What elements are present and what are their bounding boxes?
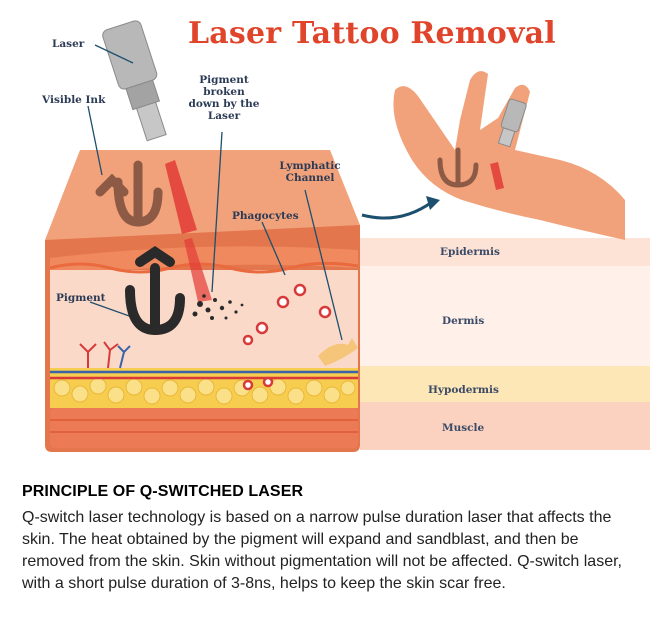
diagram-title: Laser Tattoo Removal: [188, 16, 556, 51]
pigment-anchor: [125, 245, 185, 336]
principle-body: Q-switch laser technology is based on a …: [22, 509, 622, 592]
laser-label: Laser: [52, 38, 85, 50]
pigment-broken-label: Pigment broken down by the Laser: [186, 74, 262, 122]
lymphatic-line-1: Lymphatic: [279, 160, 341, 172]
pigment-broken-line-1: Pigment: [199, 74, 249, 86]
layer-bands: [360, 238, 650, 450]
capillaries: [79, 341, 119, 369]
principle-section: PRINCIPLE OF Q-SWITCHED LASER Q-switch l…: [20, 483, 635, 595]
diagram-graphic: [45, 20, 650, 452]
broken-pigment: [192, 294, 244, 320]
hand-illustration: [393, 71, 625, 240]
principle-heading: PRINCIPLE OF Q-SWITCHED LASER: [22, 483, 304, 500]
pigment-broken-line-4: Laser: [207, 110, 241, 122]
lymphatic-channel-label: Lymphatic Channel: [270, 160, 350, 184]
layer-epidermis: Epidermis: [440, 246, 500, 258]
visible-ink-anchor: [95, 160, 163, 227]
layer-hypodermis: Hypodermis: [428, 384, 499, 396]
laser-handpiece: [102, 20, 197, 234]
leader-lines: [87, 44, 343, 341]
phagocytes: [242, 283, 332, 391]
layer-muscle: Muscle: [442, 422, 485, 434]
lymphatic-line-2: Channel: [285, 172, 335, 184]
lymphatic-channel: [318, 338, 358, 366]
layer-dermis: Dermis: [442, 315, 485, 327]
phagocytes-label: Phagocytes: [232, 210, 299, 222]
pigment-broken-line-2: broken: [203, 86, 245, 98]
laser-tattoo-diagram: Laser Tattoo Removal Laser Visible Ink P…: [42, 16, 650, 452]
pigment-broken-line-3: down by the: [188, 98, 260, 110]
transition-arrow: [361, 200, 433, 220]
pigment-label: Pigment: [56, 292, 106, 304]
visible-ink-label: Visible Ink: [42, 94, 106, 106]
